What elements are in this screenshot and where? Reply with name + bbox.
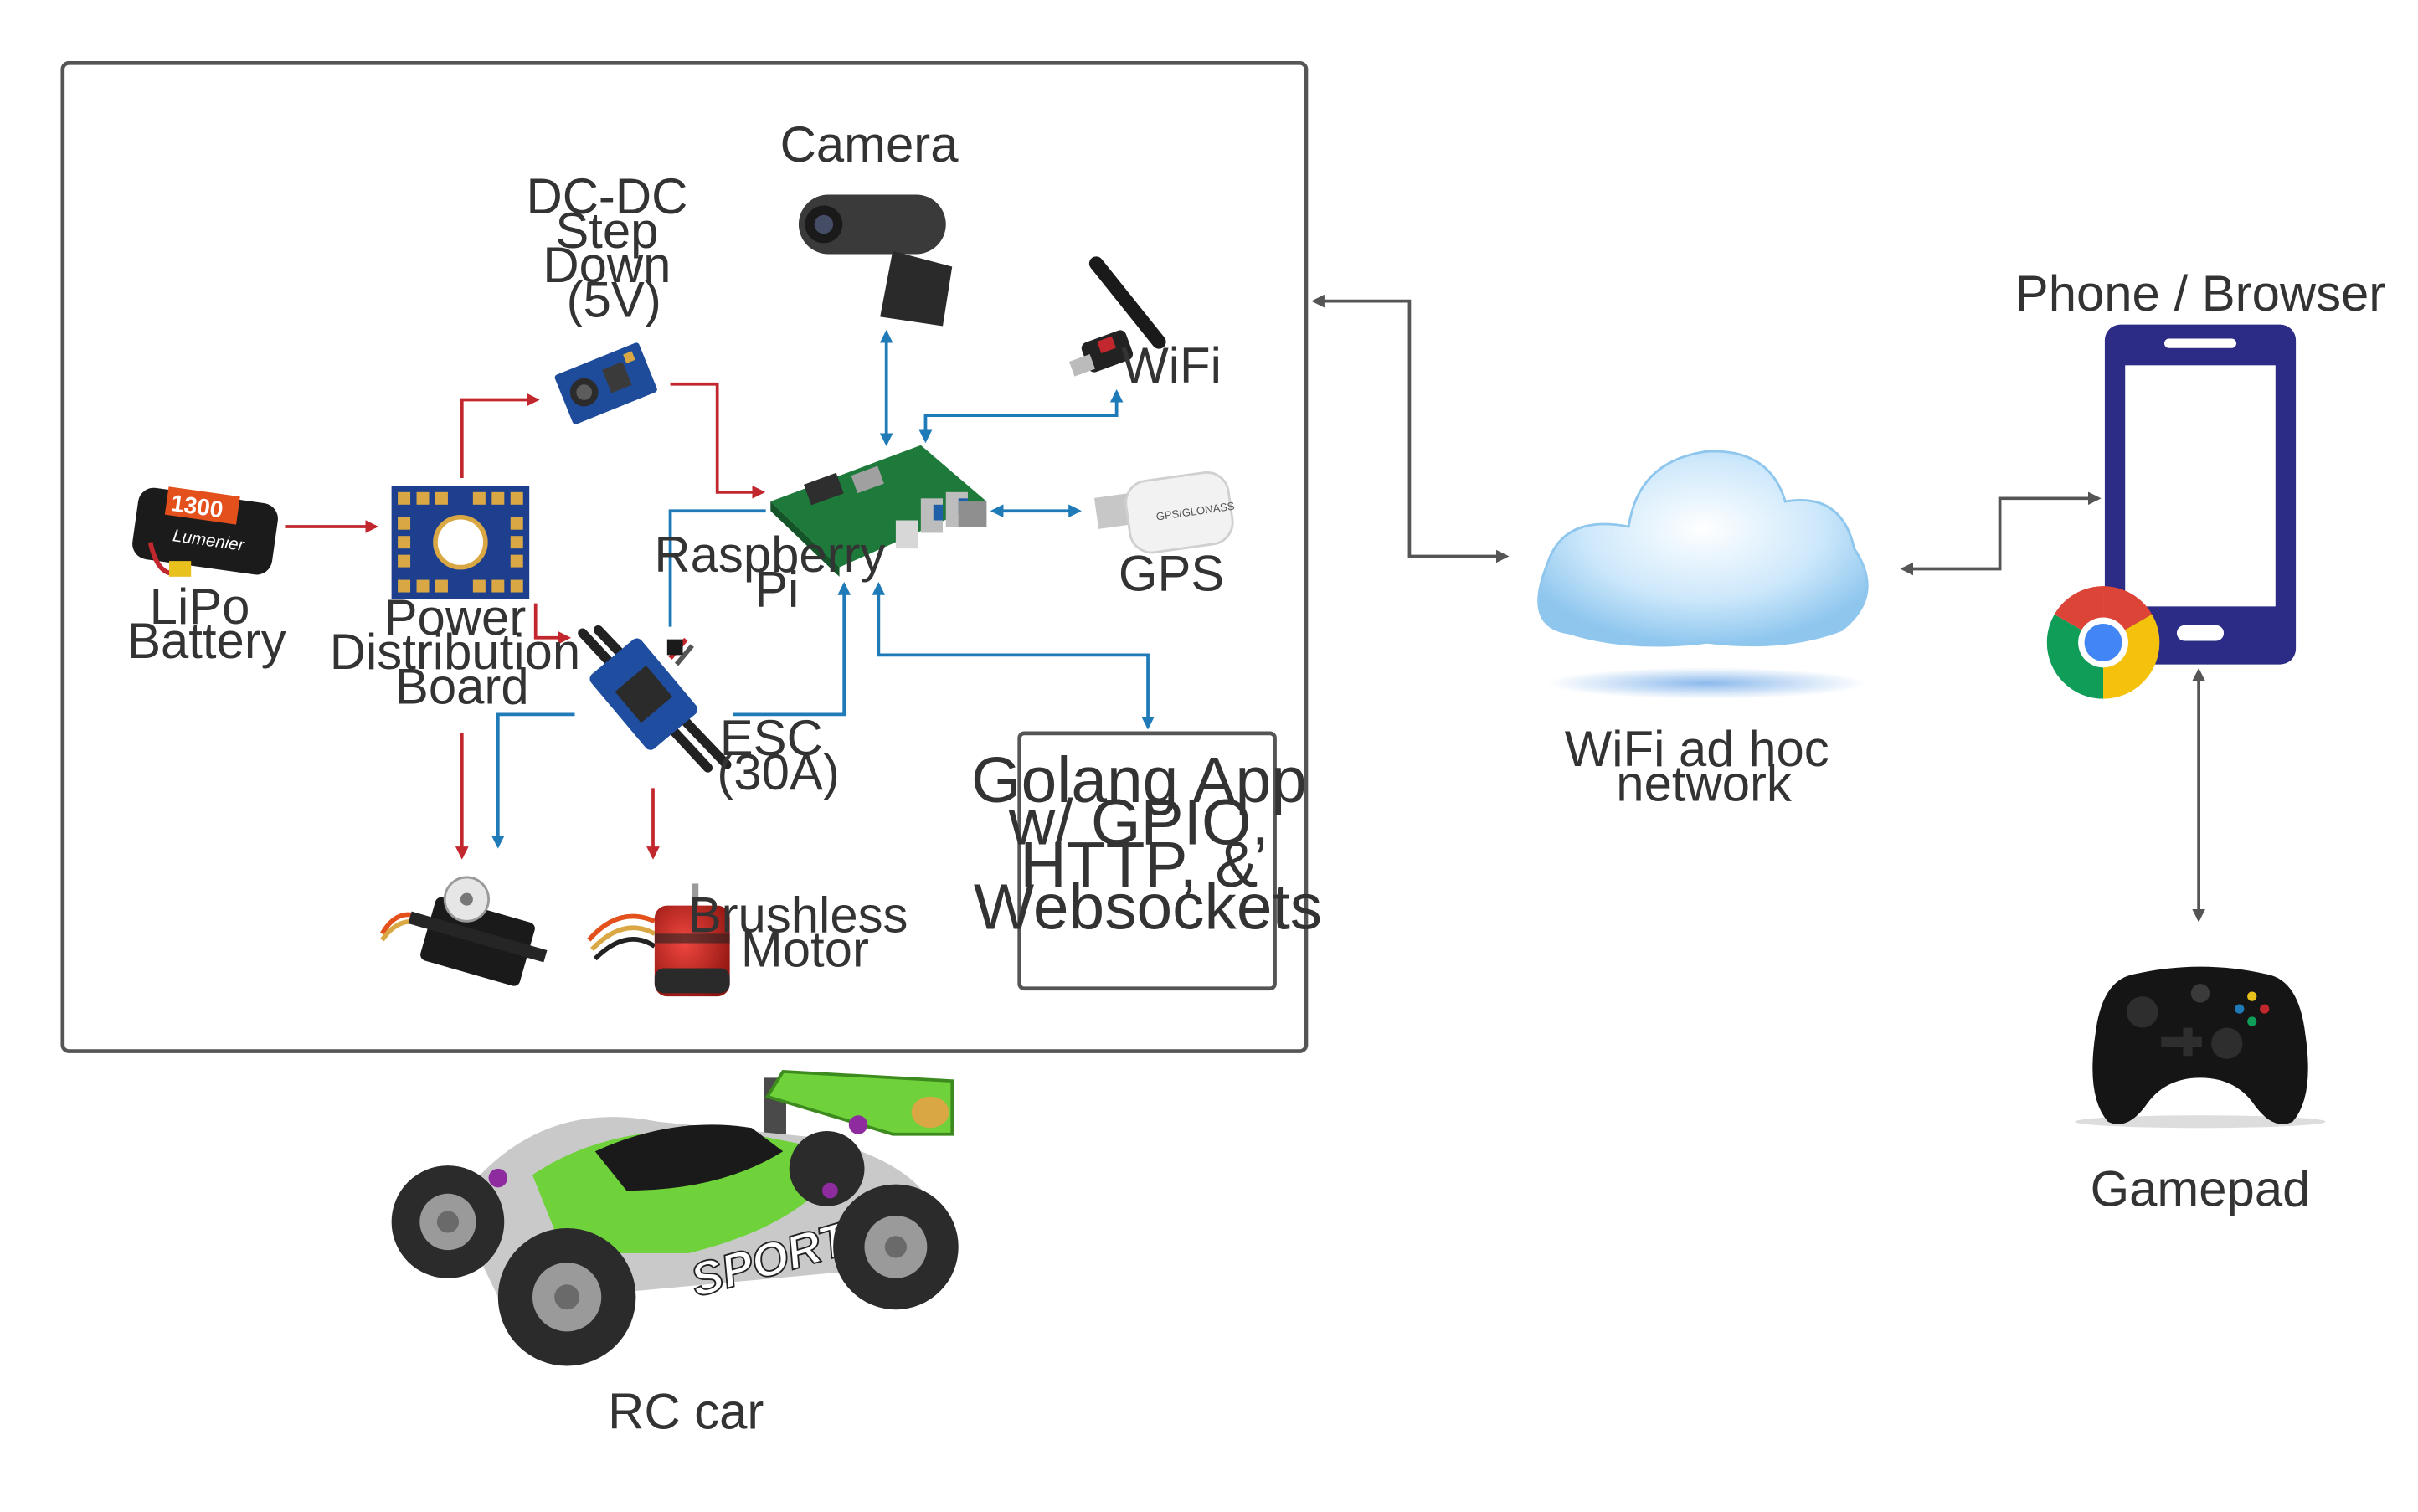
- battery-label: LiPo Battery: [127, 579, 286, 669]
- gamepad-label: Gamepad: [2091, 1161, 2311, 1217]
- data-arrows: [491, 329, 1155, 849]
- rc-car-label: RC car: [608, 1383, 764, 1439]
- esc-icon: [578, 625, 732, 773]
- webcam-icon: [798, 194, 953, 327]
- dcdc-label: DC-DC Step Down (5V): [526, 168, 701, 327]
- power-arrows: [285, 382, 766, 860]
- golang-app-box: [1017, 731, 1277, 991]
- servo-icon: [379, 876, 548, 986]
- dc-dc-converter-icon: [554, 342, 657, 424]
- motor-label: Brushless Motor: [688, 887, 922, 977]
- arrow-pi-golang-app: [872, 582, 1155, 730]
- phone-label: Phone / Browser: [2015, 265, 2385, 321]
- arrow-esc-to-servo: [491, 712, 575, 849]
- gamepad-icon: [2075, 966, 2326, 1129]
- wifi-dongle-icon: [1068, 256, 1166, 377]
- chrome-icon: [2046, 586, 2160, 699]
- esc-label: ESC (30A): [717, 710, 839, 800]
- gps-dongle-icon: GPS/GLONASS: [1093, 471, 1236, 554]
- gps-label: GPS: [1119, 546, 1224, 602]
- brushless-motor-icon: [587, 883, 730, 997]
- rc-car-icon: SPORT: [391, 1069, 959, 1366]
- arrow-esc-to-pi: [733, 582, 851, 717]
- arrow-rccar-network: [1311, 294, 1510, 563]
- raspberry-pi-label: Raspberry Pi: [654, 527, 899, 617]
- pdb-label: Power Distribution Board: [330, 589, 594, 714]
- camera-label: Camera: [780, 116, 959, 172]
- arrow-pdb-to-dcdc: [460, 393, 540, 478]
- arrow-wifi-pi: [918, 388, 1124, 444]
- network-arrows: [1311, 294, 2205, 923]
- wifi-network-label: WiFi ad hoc network: [1565, 721, 1844, 811]
- arrow-pi-esc: [668, 509, 766, 627]
- power-distribution-board-icon: [391, 486, 530, 599]
- rc-car-system-boundary: [60, 60, 1309, 1053]
- raspberry-pi-icon: [770, 445, 987, 577]
- arrow-pdb-to-esc: [533, 603, 572, 645]
- arrow-dcdc-to-pi: [670, 382, 766, 499]
- battery-icon: 1300 Lumenier: [132, 486, 278, 577]
- wifi-label: WiFi: [1121, 337, 1222, 393]
- cloud-icon: [1537, 450, 1869, 699]
- arrow-network-phone: [1900, 491, 2102, 576]
- golang-app-label: Golang App w/ GPIO, HTTP, & Websockets: [971, 745, 1325, 944]
- phone-icon: [2104, 324, 2297, 665]
